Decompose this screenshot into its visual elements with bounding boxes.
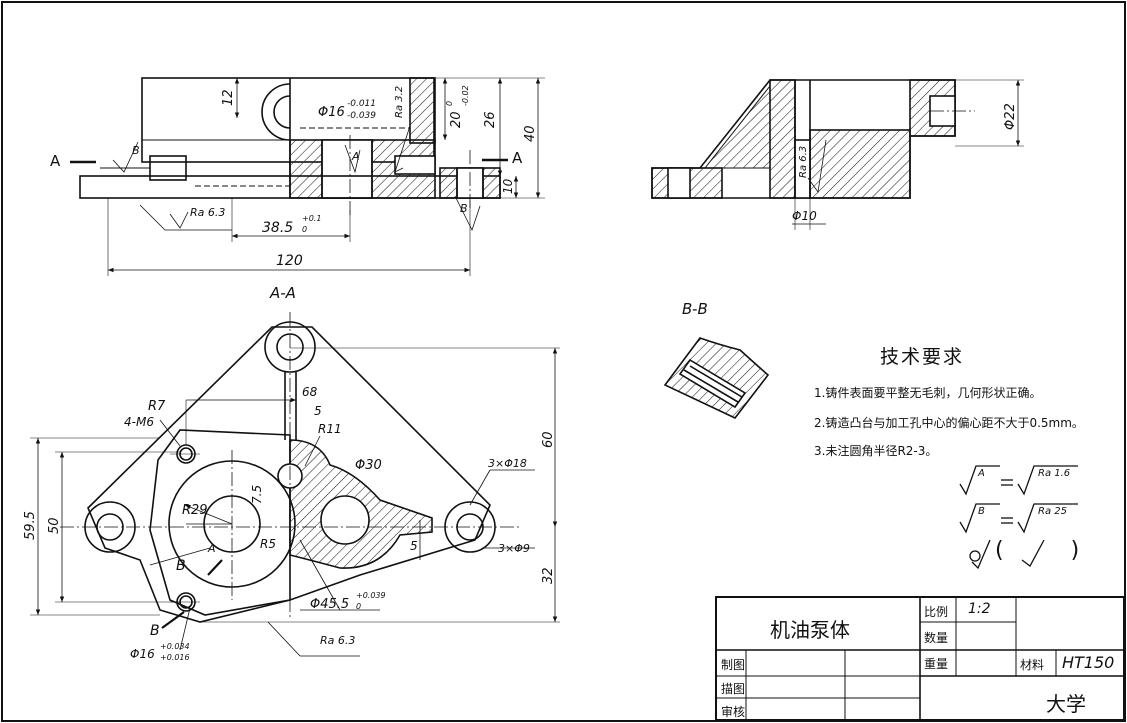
dim-12: 12 [221, 89, 236, 106]
roughness-b-front: B [132, 144, 140, 157]
dim-phi22: Φ22 [1003, 103, 1018, 130]
dim-phi16-tol-lo: -0.039 [347, 111, 376, 121]
dim-3xphi9: 3×Φ9 [498, 542, 530, 555]
dim-r29: R29 [182, 503, 208, 518]
tech-requirements-title: 技术要求 [880, 346, 965, 368]
dim-phi16b-tol-lo: +0.016 [160, 653, 190, 662]
roughness-symbol-a: A [978, 468, 985, 479]
dim-20-tol-up: 0 [445, 101, 454, 106]
material-value: HT150 [1062, 653, 1115, 672]
section-aa-labels: A-A R7 4-M6 68 5 R11 Φ30 3×Φ18 3×Φ9 60 3… [23, 284, 556, 662]
section-mark-a-right: A [512, 149, 523, 167]
tech-requirement-3: 3.未注圆角半径R2-3。 [814, 444, 938, 458]
title-block [715, 596, 1125, 721]
dim-38-5-tol-lo: 0 [302, 225, 307, 234]
dim-r5: R5 [260, 537, 276, 551]
section-mark-a-left: A [50, 152, 61, 170]
section-aa-label: A-A [269, 284, 296, 302]
dim-38-5-tol-up: +0.1 [302, 214, 321, 223]
material-label: 材料 [1020, 658, 1045, 672]
dim-60: 60 [541, 431, 556, 448]
section-aa [30, 312, 560, 657]
roughness-ra63-side: Ra 6.3 [798, 146, 809, 178]
roughness-value-b: Ra 25 [1038, 506, 1067, 517]
roughness-ra63-front: Ra 6.3 [190, 206, 225, 219]
mark-b-aa: B [176, 558, 186, 574]
organization-name: 大学 [1046, 692, 1086, 716]
dim-phi16: Φ16 [318, 105, 345, 120]
dim-10: 10 [501, 178, 515, 194]
dim-5: 5 [314, 404, 322, 418]
dim-phi45-5: Φ45.5 [310, 597, 349, 612]
roughness-ra32: Ra 3.2 [394, 86, 405, 118]
dim-120: 120 [276, 253, 303, 269]
weight-label: 重量 [924, 657, 949, 671]
mark-a-aa: A [207, 542, 216, 555]
dim-phi30: Φ30 [355, 458, 382, 473]
dim-20: 20 [449, 111, 464, 128]
dim-phi16-tol-up: -0.011 [347, 99, 376, 109]
dim-68: 68 [302, 385, 318, 399]
front-view [70, 77, 545, 276]
roughness-symbols [959, 465, 1078, 570]
dim-50: 50 [47, 517, 62, 534]
front-view-labels: A A B 12 Φ16 -0.011 -0.039 Ra 3.2 20 0 -… [50, 85, 538, 269]
dim-phi16b: Φ16 [130, 647, 155, 661]
tech-requirement-1: 1.铸件表面要平整无毛刺，几何形状正确。 [814, 386, 1042, 400]
scale-label: 比例 [924, 605, 949, 619]
dim-26: 26 [483, 111, 498, 128]
tech-requirement-2: 2.铸造凸台与加工孔中心的偏心距不大于0.5mm。 [814, 416, 1084, 430]
dim-20-tol-lo: -0.02 [461, 85, 470, 106]
dim-phi45-5-tol-up: +0.039 [356, 591, 386, 600]
roughness-value-a: Ra 1.6 [1038, 468, 1071, 479]
dim-3xphi18: 3×Φ18 [488, 457, 527, 470]
roughness-symbol-b: B [978, 506, 985, 517]
dim-phi45-5-tol-lo: 0 [356, 602, 361, 611]
checked-by-label: 审核 [721, 705, 746, 719]
side-view-labels: Φ22 Φ10 Ra 6.3 [792, 103, 1018, 223]
dim-phi16b-tol-up: +0.034 [160, 642, 190, 651]
roughness-ra63-aa: Ra 6.3 [320, 634, 355, 647]
part-name: 机油泵体 [770, 618, 850, 642]
traced-by-label: 描图 [721, 682, 746, 696]
mark-b2-aa: B [150, 623, 160, 639]
dim-32: 32 [541, 567, 556, 584]
section-mark-b-front: B [460, 202, 468, 215]
dim-5b: 5 [410, 539, 418, 553]
roughness-other: ( ) [995, 538, 1110, 563]
dim-phi10: Φ10 [792, 209, 817, 223]
dim-7-5: 7.5 [250, 485, 264, 504]
scale-value: 1:2 [968, 601, 991, 617]
roughness-a-front: A [351, 150, 360, 163]
dim-40: 40 [523, 125, 538, 142]
dim-38-5: 38.5 [262, 220, 293, 236]
section-bb [663, 337, 770, 419]
drawn-by-label: 制图 [721, 658, 746, 672]
dim-r7: R7 [148, 399, 166, 414]
side-view [651, 79, 1024, 230]
dim-59-5: 59.5 [23, 511, 38, 540]
dim-r11: R11 [318, 422, 342, 436]
quantity-label: 数量 [924, 631, 949, 645]
dim-4-m6: 4-M6 [124, 415, 154, 429]
section-bb-label: B-B [682, 300, 708, 318]
